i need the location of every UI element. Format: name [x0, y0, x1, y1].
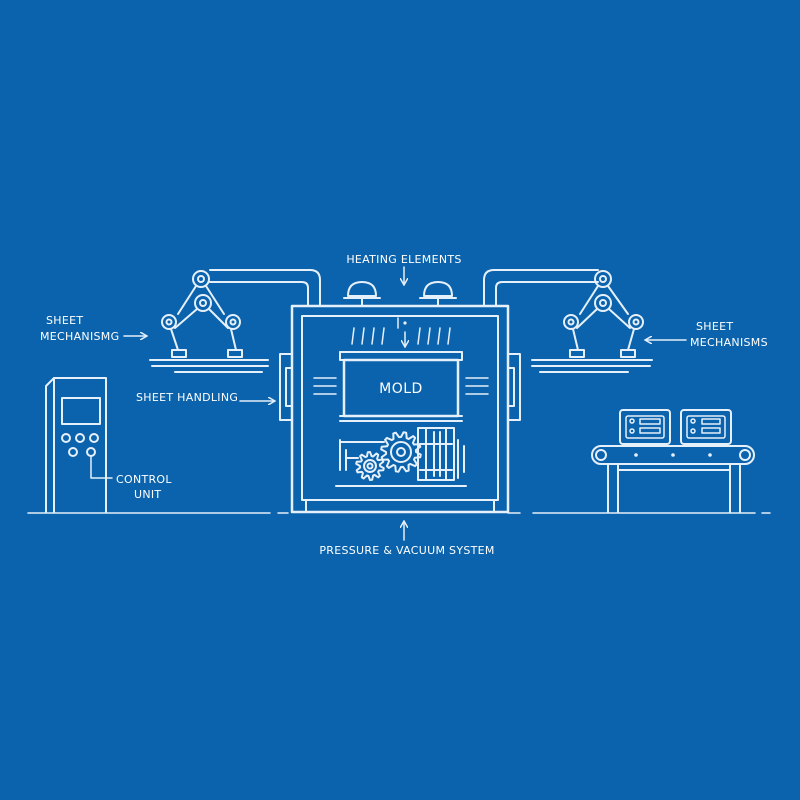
- gear-outline: [380, 431, 422, 473]
- sheet-handling-label: SHEET HANDLING: [136, 391, 238, 404]
- formed-part-right: [680, 409, 732, 445]
- heater-dome-icon: [419, 281, 457, 307]
- gear-hub: [363, 459, 377, 473]
- gear-icon: [355, 451, 385, 481]
- heating-elements-label: HEATING ELEMENTS: [346, 253, 461, 266]
- right-side-clamp: [507, 353, 521, 421]
- lower-mechanism: [335, 427, 467, 487]
- gear-icon: [380, 431, 422, 473]
- gear-axle: [396, 447, 406, 457]
- pressure-vacuum-label: PRESSURE & VACUUM SYSTEM: [319, 544, 494, 557]
- left-side-clamp: [279, 353, 293, 421]
- sheet-mechanism-left-label-line1: SHEET: [46, 314, 83, 327]
- formed-part-left: [619, 409, 671, 445]
- heater-dome-icon: [343, 281, 381, 307]
- sheet-mechanism-left-label-line2: MECHANISMG: [40, 330, 119, 343]
- mold-block: MOLD: [339, 351, 463, 422]
- gear-outline: [355, 451, 385, 481]
- sheet-mechanism-right-label-line2: MECHANISMS: [690, 336, 768, 349]
- robotic-arm-icon: [563, 270, 644, 358]
- machine-frame: [290, 304, 510, 514]
- control-unit-label-line2: UNIT: [134, 488, 161, 501]
- left-sheet-tray: [149, 359, 269, 373]
- control-unit-label-line1: CONTROL: [116, 473, 172, 486]
- right-duct: [483, 269, 599, 306]
- mold-label: MOLD: [379, 381, 423, 397]
- right-sheet-tray: [531, 359, 653, 373]
- control-cabinet-icon: [45, 377, 113, 513]
- conveyor-belt-icon: [591, 445, 755, 513]
- sheet-mechanism-right-label-line1: SHEET: [696, 320, 733, 333]
- gear-axle: [366, 462, 374, 470]
- gear-hub: [390, 441, 412, 463]
- robotic-arm-icon: [161, 270, 243, 358]
- heating-rays: [351, 317, 451, 346]
- left-duct: [209, 269, 321, 306]
- vent-lines: [313, 377, 489, 395]
